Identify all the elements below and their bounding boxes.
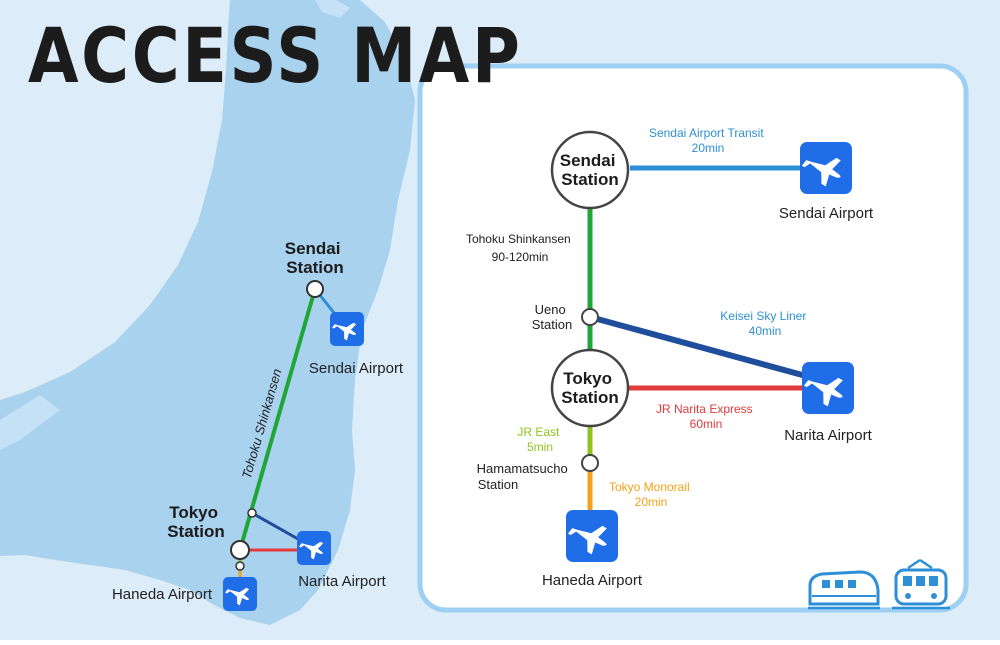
page-title: ACCESS MAP <box>28 11 523 100</box>
shinkansen-train-icon <box>808 570 880 610</box>
north-island <box>315 0 350 18</box>
japan-land <box>0 0 415 625</box>
overview-shinkansen-line <box>238 288 317 551</box>
sendai-airport-label: Sendai Airport <box>779 205 874 222</box>
haneda-airport-icon <box>564 510 618 562</box>
overview-map: Sendai Station Tokyo Station Tohoku Shin… <box>112 239 404 611</box>
sendai-station-node <box>550 130 630 210</box>
overview-tokyo-station-node <box>230 540 250 560</box>
sendai-airport-icon <box>798 142 852 194</box>
overview-sendai-station-node <box>306 280 324 298</box>
sendai-station-label: Sendai Station <box>560 151 620 189</box>
tram-icon <box>892 558 950 610</box>
overview-sendai-airport-label: Sendai Airport <box>309 360 404 377</box>
overview-haneda-airport-label: Haneda Airport <box>112 586 213 603</box>
narita-express-label: JR Narita Express 60min <box>656 402 756 431</box>
narita-airport-label: Narita Airport <box>784 427 872 444</box>
overview-narita-airport-icon <box>297 531 331 565</box>
overview-narita-airport-label: Narita Airport <box>298 573 386 590</box>
tokyo-station-node <box>550 348 630 428</box>
monorail-label: Tokyo Monorail 20min <box>609 480 693 509</box>
hamamatsucho-station-label: Hamamatsucho Station <box>477 461 572 492</box>
narita-airport-icon <box>800 362 854 414</box>
overview-sendai-station-label: Sendai Station <box>285 239 345 277</box>
honshu-landmass <box>0 0 415 625</box>
coast-detail <box>0 395 60 450</box>
overview-ueno-node <box>247 508 257 518</box>
ueno-station-label: Ueno Station <box>532 302 572 332</box>
overview-tokyo-station-label: Tokyo Station <box>167 503 225 541</box>
shinkansen-label: Tohoku Shinkansen 90-120min <box>466 232 574 264</box>
route-panel <box>417 63 969 613</box>
jr-east-label: JR East 5min <box>517 425 562 454</box>
hamamatsucho-station-node <box>581 454 599 472</box>
ueno-station-node <box>581 308 599 326</box>
keisei-line <box>589 314 807 379</box>
tokyo-station-label: Tokyo Station <box>561 369 619 407</box>
route-diagram: Sendai Station Tokyo Station Ueno Statio… <box>466 126 874 589</box>
overview-hamamatsucho-node <box>235 561 245 571</box>
sendai-transit-label: Sendai Airport Transit 20min <box>649 126 767 155</box>
keisei-label: Keisei Sky Liner 40min <box>720 309 809 338</box>
overview-haneda-airport-icon <box>223 577 257 611</box>
overview-sendai-airport-icon <box>330 312 364 346</box>
haneda-airport-label: Haneda Airport <box>542 572 643 589</box>
